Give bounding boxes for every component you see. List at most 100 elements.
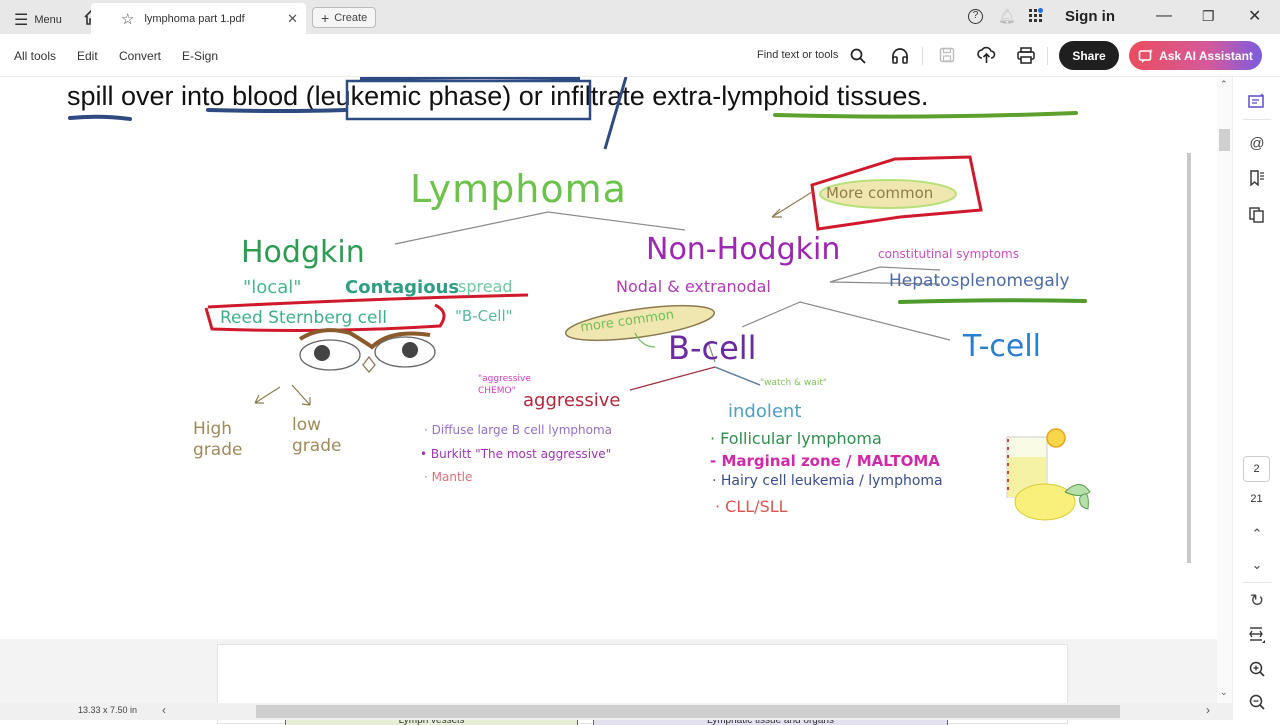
zoom-in-button[interactable] — [1247, 659, 1267, 679]
search-icon[interactable] — [850, 48, 866, 64]
fit-width-icon — [1249, 627, 1265, 643]
apps-grid-icon — [1029, 8, 1043, 22]
lymphoma-title: Lymphoma — [410, 167, 627, 211]
toolbar-divider — [1047, 47, 1048, 65]
right-sidebar: @ 2 21 ⌃ ⌄ ↻ — [1232, 77, 1280, 720]
esign-link[interactable]: E-Sign — [182, 49, 219, 63]
fit-page-button[interactable] — [1247, 625, 1267, 645]
more-common-top-label: More common — [826, 184, 934, 202]
nodal-extranodal-label: Nodal & extranodal — [616, 277, 771, 296]
close-tab-icon[interactable]: ✕ — [287, 10, 298, 26]
vertical-scrollbar[interactable]: ⌃ ⌄ — [1217, 77, 1232, 703]
non-hodgkin-label: Non-Hodgkin — [646, 232, 841, 267]
at-link-icon: @ — [1249, 134, 1265, 152]
list-item: - Marginal zone / MALTOMA — [710, 452, 940, 470]
all-tools-link[interactable]: All tools — [14, 49, 57, 63]
more-common-box — [810, 155, 983, 231]
star-icon[interactable]: ☆ — [121, 10, 135, 28]
apps-button[interactable] — [1028, 8, 1044, 24]
sidebar-divider — [1243, 582, 1271, 583]
cloud-upload-icon[interactable] — [977, 46, 996, 64]
save-icon[interactable] — [939, 47, 955, 63]
connector-aggressive — [629, 366, 761, 391]
list-item: • Burkitt "The most aggressive" — [420, 447, 612, 461]
owl-eyes-doodle — [298, 328, 436, 373]
list-item: · Follicular lymphoma — [710, 429, 882, 448]
bookmarks-button[interactable] — [1247, 168, 1267, 188]
share-button[interactable]: Share — [1059, 41, 1119, 70]
menu-label: Menu — [34, 14, 62, 26]
pdf-page: spill over into blood (leukemic phase) o… — [60, 77, 1217, 639]
scroll-right-icon[interactable]: › — [1206, 703, 1210, 717]
toolbar-divider — [922, 47, 923, 65]
aggressive-label: aggressive — [523, 390, 621, 411]
horizontal-scroll-thumb[interactable] — [256, 705, 1120, 718]
list-item: · Diffuse large B cell lymphoma — [424, 423, 613, 437]
plus-icon: + — [321, 9, 330, 26]
more-common-b-highlight — [564, 304, 716, 342]
menu-button[interactable]: ☰ Menu — [14, 10, 62, 30]
next-page-button[interactable]: ⌄ — [1247, 555, 1267, 575]
chevron-up-icon: ⌃ — [1251, 526, 1263, 541]
minimize-icon: — — [1156, 7, 1172, 24]
minimize-button[interactable]: — — [1156, 7, 1172, 25]
chevron-down-icon: ⌄ — [1251, 557, 1263, 572]
list-item: · Mantle — [424, 470, 473, 484]
bell-icon: 🔔︎ — [998, 8, 1016, 24]
copy-pages-icon — [1249, 207, 1264, 223]
print-icon[interactable] — [1017, 47, 1035, 64]
restore-icon: ❐ — [1202, 8, 1215, 24]
comment-panel-button[interactable] — [1247, 91, 1267, 111]
scroll-left-icon[interactable]: ‹ — [162, 703, 166, 717]
link-panel-button[interactable]: @ — [1247, 133, 1267, 153]
high-grade-label: High grade — [193, 419, 243, 460]
title-bar: ☰ Menu ☆ lymphoma part 1.pdf ✕ + Create … — [0, 0, 1280, 34]
indolent-label: indolent — [728, 401, 802, 422]
create-button[interactable]: + Create — [312, 7, 377, 28]
edit-link[interactable]: Edit — [77, 49, 98, 63]
find-input[interactable]: Find text or tools — [757, 49, 839, 61]
lemonade-doodle — [1006, 428, 1091, 521]
rotate-button[interactable]: ↻ — [1247, 591, 1267, 611]
convert-link[interactable]: Convert — [119, 49, 162, 63]
edit-panel-icon — [1248, 93, 1264, 108]
pages-panel-button[interactable] — [1247, 205, 1267, 225]
horizontal-scrollbar[interactable]: 13.33 x 7.50 in ‹ › — [0, 703, 1232, 720]
help-icon: ? — [968, 9, 983, 24]
b-cell-label: B-cell — [668, 329, 757, 367]
notifications-button[interactable]: 🔔︎ — [998, 8, 1016, 25]
rotate-icon: ↻ — [1249, 591, 1265, 610]
headphones-icon[interactable] — [891, 47, 909, 64]
scroll-down-icon[interactable]: ⌄ — [1220, 687, 1228, 697]
ask-ai-assistant-button[interactable]: Ask AI Assistant — [1129, 41, 1262, 70]
list-item: · CLL/SLL — [715, 497, 788, 516]
help-button[interactable]: ? — [968, 9, 983, 24]
document-viewport[interactable]: spill over into blood (leukemic phase) o… — [0, 77, 1217, 725]
current-page-input[interactable]: 2 — [1243, 456, 1270, 482]
contagious-label: Contagious — [345, 277, 460, 298]
ai-chat-icon — [1138, 48, 1154, 63]
document-tab[interactable]: ☆ lymphoma part 1.pdf ✕ — [91, 3, 306, 34]
sign-in-button[interactable]: Sign in — [1065, 8, 1115, 25]
hamburger-icon: ☰ — [14, 12, 29, 29]
aggressive-chemo-label: "aggressive CHEMO" — [478, 374, 531, 396]
previous-page-button[interactable]: ⌃ — [1247, 524, 1267, 544]
reed-sternberg-label: Reed Sternberg cell — [220, 308, 387, 328]
sidebar-divider — [1243, 119, 1271, 120]
t-cell-label: T-cell — [963, 329, 1042, 364]
scroll-up-icon[interactable]: ⌃ — [1220, 79, 1228, 89]
low-grade-label: low grade — [292, 415, 342, 456]
hepatosplenomegaly-label: Hepatosplenomegaly — [889, 271, 1070, 291]
pen-annotations — [68, 77, 1078, 150]
page-size-label: 13.33 x 7.50 in — [78, 705, 138, 715]
zoom-out-button[interactable] — [1247, 692, 1267, 712]
close-window-button[interactable]: ✕ — [1248, 6, 1261, 26]
lymphoma-mindmap — [204, 155, 1091, 521]
restore-button[interactable]: ❐ — [1202, 8, 1215, 25]
list-item: · Hairy cell leukemia / lymphoma — [712, 473, 943, 489]
scroll-thumb[interactable] — [1219, 129, 1230, 151]
more-common-highlight — [819, 179, 957, 209]
spread-label: spread — [458, 277, 513, 296]
watch-wait-label: "watch & wait" — [760, 378, 827, 388]
zoom-out-icon — [1249, 694, 1265, 710]
